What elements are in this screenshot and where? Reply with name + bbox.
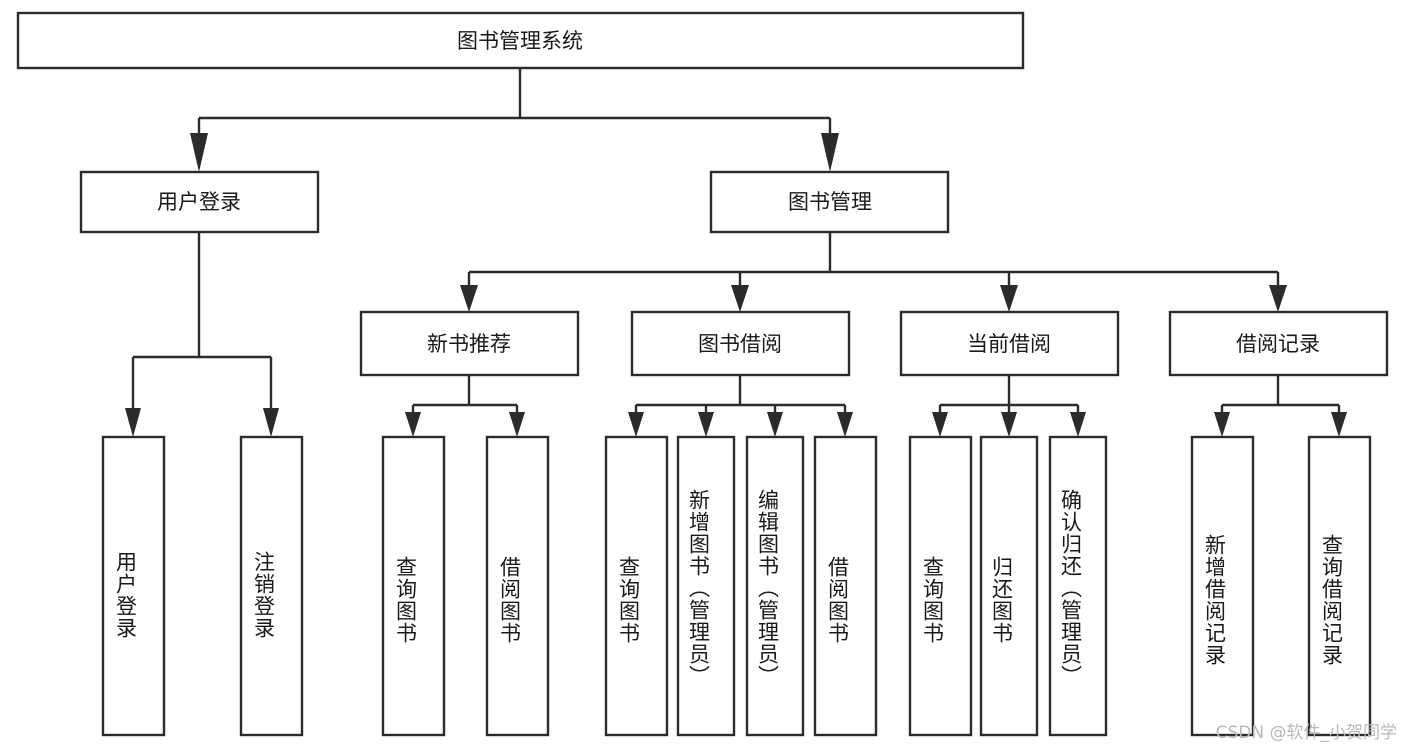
node-book-management[interactable]: 图书管理 [709, 170, 950, 234]
node-borrow-record-label: 借阅记录 [1236, 332, 1320, 356]
leaf-add-record-box[interactable] [1190, 435, 1255, 737]
leaf-add-record-label: 新增借阅记录 [1202, 533, 1227, 666]
connectors-userlogin-leaves [125, 232, 279, 437]
leaf-return-book-box[interactable] [979, 435, 1039, 737]
leaf-query-book-1-label: 查询图书 [393, 556, 418, 644]
arrow-head-icon [628, 412, 644, 437]
connectors-bookborrow-leaves [628, 375, 853, 437]
leaf-query-book-3-label: 查询图书 [920, 556, 945, 644]
leaf-borrow-book-2-box[interactable] [813, 435, 878, 737]
leaf-edit-book-label: 编辑图书（管理员） [755, 489, 780, 687]
leaf-query-book-2-label: 查询图书 [616, 556, 641, 644]
connectors-borrowrecord-leaves [1214, 375, 1347, 437]
arrow-head-icon [405, 412, 421, 437]
arrow-head-icon [509, 412, 525, 437]
node-user-login[interactable]: 用户登录 [79, 170, 320, 234]
node-book-management-box[interactable] [709, 170, 950, 234]
leaf-add-book-box[interactable] [676, 435, 736, 737]
leaf-user-login-label: 用户登录 [113, 551, 138, 639]
arrow-head-icon [821, 133, 839, 172]
node-borrow-record-box[interactable] [1168, 310, 1389, 377]
arrow-head-icon [837, 412, 853, 437]
node-user-login-label: 用户登录 [157, 190, 241, 214]
node-new-book-recommend-box[interactable] [359, 310, 580, 377]
leaf-edit-book-box[interactable] [745, 435, 805, 737]
leaf-query-book-2-box[interactable] [604, 435, 669, 737]
leaf-query-record-label: 查询借阅记录 [1319, 533, 1344, 666]
node-root-label: 图书管理系统 [457, 29, 583, 53]
leaf-add-book-label: 新增图书（管理员） [686, 489, 711, 687]
arrow-head-icon [1070, 412, 1086, 437]
leaf-confirm-return-label: 确认归还（管理员） [1058, 489, 1083, 687]
connectors-newbook-leaves [405, 375, 525, 437]
arrow-head-icon [125, 408, 141, 437]
node-book-borrow-box[interactable] [630, 310, 851, 377]
leaf-user-logout-box[interactable] [239, 435, 304, 737]
leaf-query-book-3-box[interactable] [908, 435, 973, 737]
leaf-user-login-box[interactable] [101, 435, 166, 737]
arrow-head-icon [1000, 285, 1018, 312]
arrow-head-icon [1331, 412, 1347, 437]
node-current-borrow[interactable]: 当前借阅 [899, 310, 1120, 377]
arrow-head-icon [731, 285, 749, 312]
node-book-management-label: 图书管理 [788, 190, 872, 214]
node-current-borrow-box[interactable] [899, 310, 1120, 377]
arrow-head-icon [1269, 285, 1287, 312]
arrow-head-icon [767, 412, 783, 437]
arrow-head-icon [932, 412, 948, 437]
node-current-borrow-label: 当前借阅 [967, 332, 1051, 356]
node-new-book-recommend-label: 新书推荐 [427, 332, 511, 356]
node-book-borrow-label: 图书借阅 [698, 332, 782, 356]
leaf-borrow-book-2-label: 借阅图书 [825, 556, 850, 644]
leaf-boxes [101, 435, 1372, 737]
node-root[interactable]: 图书管理系统 [16, 11, 1025, 70]
node-root-box[interactable] [16, 11, 1025, 70]
node-borrow-record[interactable]: 借阅记录 [1168, 310, 1389, 377]
node-book-borrow[interactable]: 图书借阅 [630, 310, 851, 377]
leaf-borrow-book-1-label: 借阅图书 [497, 556, 522, 644]
arrow-head-icon [1214, 412, 1230, 437]
connectors-currentborrow-leaves [932, 375, 1086, 437]
leaf-borrow-book-1-box[interactable] [485, 435, 550, 737]
arrow-head-icon [1001, 412, 1017, 437]
arrow-head-icon [698, 412, 714, 437]
connectors-bookmgmt-level3 [460, 232, 1287, 312]
leaf-query-book-1-box[interactable] [381, 435, 446, 737]
node-new-book-recommend[interactable]: 新书推荐 [359, 310, 580, 377]
node-user-login-box[interactable] [79, 170, 320, 234]
leaf-user-logout-label: 注销登录 [251, 551, 276, 639]
leaf-return-book-label: 归还图书 [989, 556, 1014, 644]
arrow-head-icon [263, 408, 279, 437]
csdn-watermark: CSDN @软件_小贺同学 [1215, 723, 1397, 743]
connectors-root-level2 [190, 68, 839, 172]
arrow-head-icon [190, 133, 208, 172]
arrow-head-icon [460, 285, 478, 312]
leaf-confirm-return-box[interactable] [1048, 435, 1108, 737]
leaf-query-record-box[interactable] [1307, 435, 1372, 737]
